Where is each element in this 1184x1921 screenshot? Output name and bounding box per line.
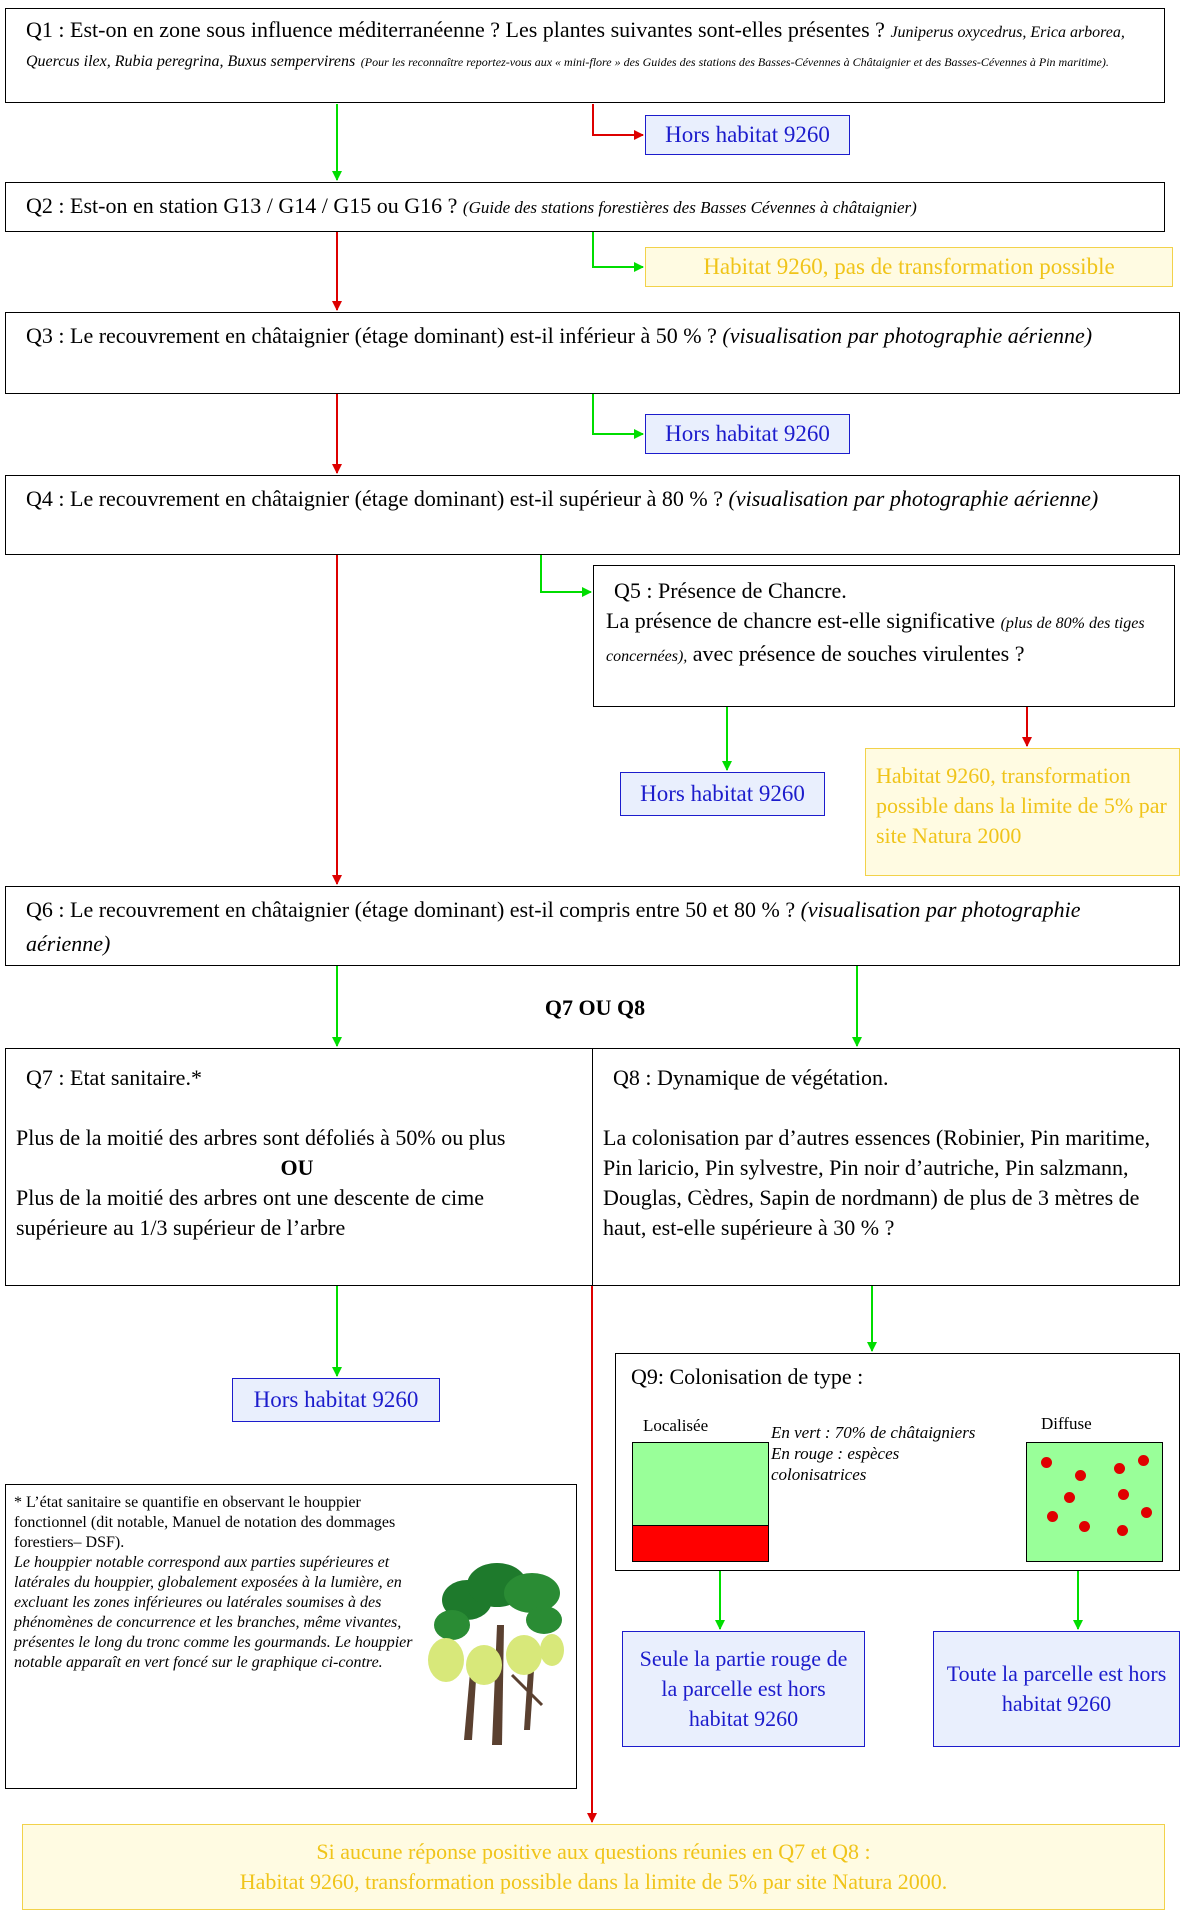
outcome-habitat-no-transformation: Habitat 9260, pas de transformation poss… xyxy=(645,247,1173,287)
q2-box: Q2 : Est-on en station G13 / G14 / G15 o… xyxy=(5,182,1165,232)
q9-box: Q9: Colonisation de type : Localisée Dif… xyxy=(615,1353,1180,1571)
red-dot xyxy=(1141,1507,1152,1518)
outcome-hors-habitat-1: Hors habitat 9260 xyxy=(645,115,850,155)
q7-or: OU xyxy=(280,1155,314,1180)
outcome-habitat-transformation-q5: Habitat 9260, transformation possible da… xyxy=(865,748,1180,876)
red-dot xyxy=(1117,1525,1128,1536)
q6-box: Q6 : Le recouvrement en châtaignier (éta… xyxy=(5,886,1180,966)
footnote-definition: * L’état sanitaire se quantifie en obser… xyxy=(14,1494,396,1551)
q5-note: (plus de 80% des tiges concernées), xyxy=(606,615,1145,665)
q5-title: Q5 : Présence de Chancre. xyxy=(614,578,847,603)
q4-box: Q4 : Le recouvrement en châtaignier (éta… xyxy=(5,475,1180,555)
red-dot xyxy=(1075,1470,1086,1481)
q5-text-a: La présence de chancre est-elle signific… xyxy=(606,608,996,633)
q9-title: Q9: Colonisation de type : xyxy=(631,1364,864,1389)
q2-note: (Guide des stations forestières des Bass… xyxy=(462,198,917,217)
outcome-final-line1: Si aucune réponse positive aux questions… xyxy=(316,1839,871,1864)
q3-note: (visualisation par photographie aérienne… xyxy=(722,323,1093,348)
red-dot xyxy=(1041,1457,1052,1468)
q8-title: Q8 : Dynamique de végétation. xyxy=(613,1065,889,1090)
q6-question: Q6 : Le recouvrement en châtaignier (éta… xyxy=(26,897,796,922)
footnote-box: * L’état sanitaire se quantifie en obser… xyxy=(5,1484,577,1789)
arrow-q2-yes xyxy=(592,232,644,272)
q5-box: Q5 : Présence de Chancre. La présence de… xyxy=(593,565,1175,707)
q9-localisee-red-zone xyxy=(633,1525,768,1561)
q2-question: Q2 : Est-on en station G13 / G14 / G15 o… xyxy=(26,193,458,218)
red-dot xyxy=(1064,1492,1075,1503)
outcome-final-line2: Habitat 9260, transformation possible da… xyxy=(239,1869,948,1894)
red-dot xyxy=(1138,1455,1149,1466)
q7-title: Q7 : Etat sanitaire.* xyxy=(26,1065,202,1090)
outcome-hors-habitat-4: Hors habitat 9260 xyxy=(232,1378,440,1422)
q8-text: La colonisation par d’autres essences (R… xyxy=(603,1125,1151,1240)
outcome-seule-partie-rouge-text: Seule la partie rouge de la parcelle est… xyxy=(639,1646,848,1731)
outcome-toute-parcelle-text: Toute la parcelle est hors habitat 9260 xyxy=(946,1661,1167,1716)
outcome-final: Si aucune réponse positive aux questions… xyxy=(22,1824,1165,1910)
q9-localisee-plot xyxy=(632,1442,769,1562)
red-dot xyxy=(1118,1489,1129,1500)
red-dot xyxy=(1047,1511,1058,1522)
q9-legend-red: En rouge : espèces colonisatrices xyxy=(771,1444,900,1484)
q9-diffuse-label: Diffuse xyxy=(1041,1414,1092,1433)
q4-question: Q4 : Le recouvrement en châtaignier (éta… xyxy=(26,486,723,511)
q3-question: Q3 : Le recouvrement en châtaignier (éta… xyxy=(26,323,717,348)
q9-localisee-label: Localisée xyxy=(643,1416,709,1435)
outcome-hors-habitat-3: Hors habitat 9260 xyxy=(620,772,825,816)
q5-text-b: avec présence de souches virulentes ? xyxy=(692,641,1025,666)
outcome-toute-parcelle: Toute la parcelle est hors habitat 9260 xyxy=(933,1631,1180,1747)
arrow-q4-yes xyxy=(540,555,592,597)
q7-text-b: Plus de la moitié des arbres ont une des… xyxy=(16,1185,484,1240)
q7-text-a: Plus de la moitié des arbres sont défoli… xyxy=(16,1125,506,1150)
red-dot xyxy=(1114,1463,1125,1474)
outcome-habitat-transformation-q5-text: Habitat 9260, transformation possible da… xyxy=(876,763,1167,848)
q7-box: Q7 : Etat sanitaire.* Plus de la moitié … xyxy=(5,1048,593,1286)
red-dot xyxy=(1079,1521,1090,1532)
q1-note: (Pour les reconnaître reportez-vous aux … xyxy=(360,55,1109,69)
q6-note: (visualisation par photographie aérienne… xyxy=(26,897,1081,956)
tree-illustration xyxy=(428,1563,564,1745)
outcome-seule-partie-rouge: Seule la partie rouge de la parcelle est… xyxy=(622,1631,865,1747)
q9-diffuse-plot xyxy=(1026,1442,1163,1562)
q3-box: Q3 : Le recouvrement en châtaignier (éta… xyxy=(5,312,1180,394)
outcome-hors-habitat-2: Hors habitat 9260 xyxy=(645,414,850,454)
q4-note: (visualisation par photographie aérienne… xyxy=(728,486,1099,511)
q9-legend: En vert : 70% de châtaigniers En rouge :… xyxy=(771,1422,1031,1485)
q1-box: Q1 : Est-on en zone sous influence médit… xyxy=(5,8,1165,103)
q1-species: Juniperus oxycedrus, Erica arborea, Quer… xyxy=(26,24,1125,70)
arrow-q3-yes xyxy=(592,394,644,439)
footnote-houppier: Le houppier notable correspond aux parti… xyxy=(14,1554,413,1671)
q8-box: Q8 : Dynamique de végétation. La colonis… xyxy=(592,1048,1180,1286)
q7-or-q8-label: Q7 OU Q8 xyxy=(544,995,646,1020)
q9-legend-green: En vert : 70% de châtaigniers xyxy=(771,1423,976,1442)
arrow-q1-no xyxy=(592,104,644,140)
q1-question: Q1 : Est-on en zone sous influence médit… xyxy=(26,17,885,42)
